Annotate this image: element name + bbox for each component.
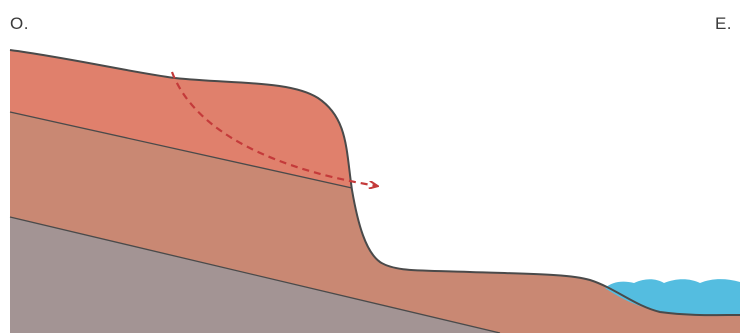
cross-section-diagram: O. E. <box>0 0 740 333</box>
diagram-svg <box>0 0 740 333</box>
